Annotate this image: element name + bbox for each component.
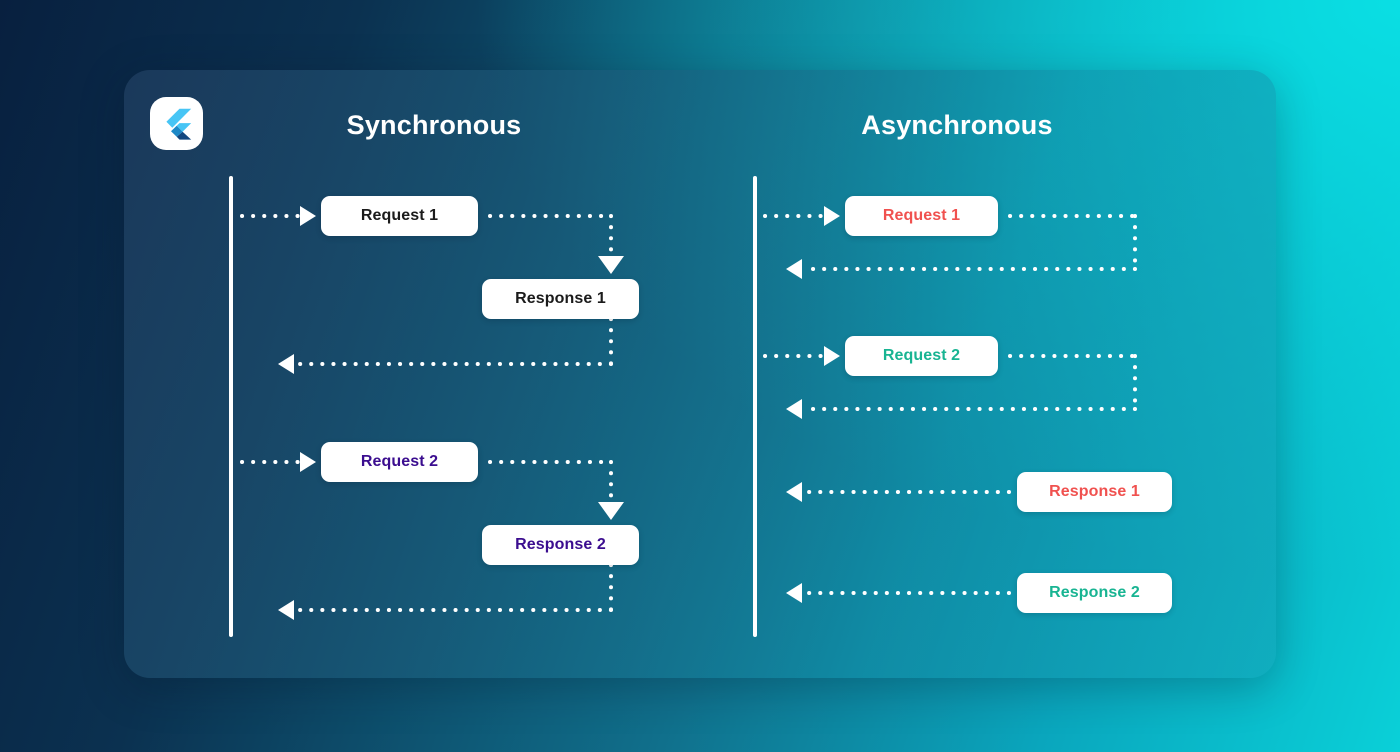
sync-message-response-1[interactable]: Response 1 bbox=[482, 279, 639, 319]
column-title-synchronous: Synchronous bbox=[346, 110, 522, 140]
async-message-request-2[interactable]: Request 2 bbox=[845, 336, 998, 376]
async-message-request-1[interactable]: Request 1 bbox=[845, 196, 998, 236]
async-message-response-1[interactable]: Response 1 bbox=[1017, 472, 1172, 512]
sync-message-request-2[interactable]: Request 2 bbox=[321, 442, 478, 482]
async-message-response-2[interactable]: Response 2 bbox=[1017, 573, 1172, 613]
flutter-glyph-icon bbox=[165, 108, 191, 140]
lifeline-asynchronous bbox=[753, 176, 757, 637]
sync-message-request-1[interactable]: Request 1 bbox=[321, 196, 478, 236]
sync-message-response-2[interactable]: Response 2 bbox=[482, 525, 639, 565]
column-title-asynchronous: Asynchronous bbox=[861, 110, 1053, 140]
flutter-logo-icon bbox=[150, 97, 203, 150]
lifeline-synchronous bbox=[229, 176, 233, 637]
